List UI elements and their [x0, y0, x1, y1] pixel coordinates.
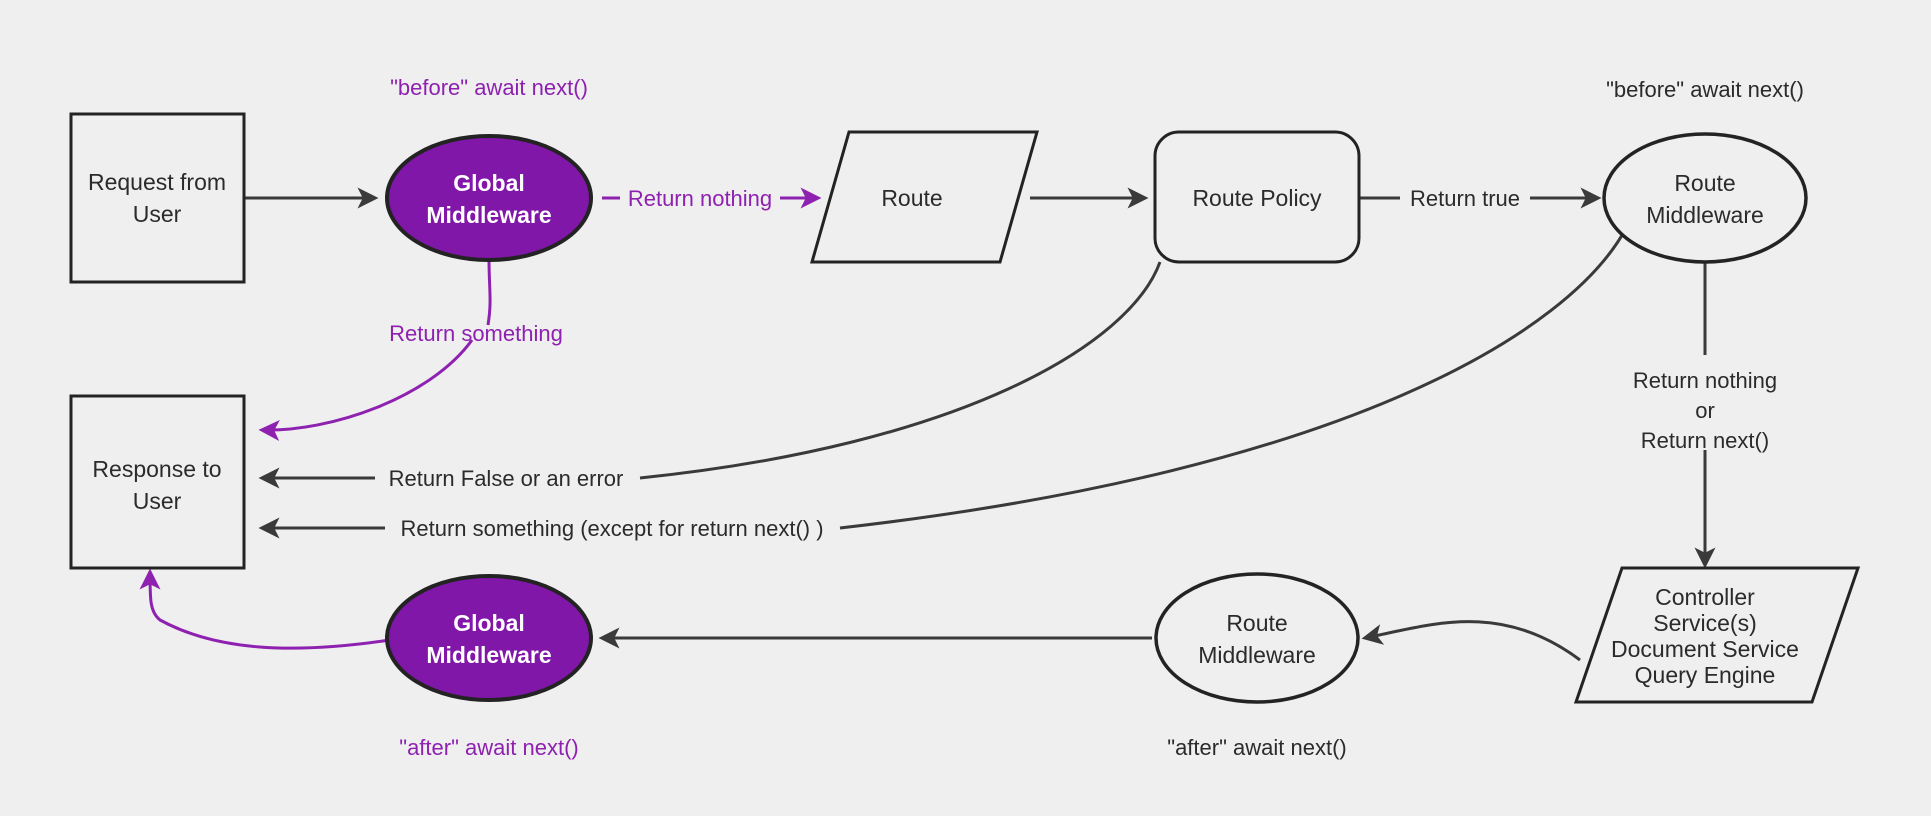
annotation-after-await-next-bottom-left: "after" await next()	[399, 735, 578, 760]
route-policy-label: Route Policy	[1192, 185, 1322, 211]
controller-services-label-line3: Document Service	[1611, 636, 1799, 662]
route-middleware-top-label-line1: Route	[1674, 170, 1735, 196]
request-from-user-label-line1: Request from	[88, 169, 226, 195]
global-middleware-top-label-line1: Global	[453, 170, 525, 196]
annotation-after-await-next-bottom-center: "after" await next()	[1167, 735, 1346, 760]
edge-route-policy-to-response	[262, 261, 1162, 478]
route-shape	[810, 130, 1039, 264]
node-route[interactable]: Route	[810, 130, 1039, 264]
node-response-to-user[interactable]: Response to User	[69, 394, 246, 570]
global-middleware-top-label-line2: Middleware	[426, 202, 551, 228]
node-global-middleware-top[interactable]: Global Middleware	[385, 134, 593, 262]
controller-services-label-line4: Query Engine	[1635, 662, 1776, 688]
edge-label-return-something: Return something	[389, 321, 563, 346]
route-middleware-top-shape	[1602, 132, 1808, 264]
controller-services-shape	[1573, 566, 1861, 704]
annotation-before-await-next-top: "before" await next()	[390, 75, 588, 100]
edge-controller-to-route-middleware-bottom	[1361, 620, 1581, 662]
node-route-middleware-top[interactable]: Route Middleware	[1602, 132, 1808, 264]
global-middleware-bottom-label-line1: Global	[453, 610, 525, 636]
edge-label-return-false-or-error: Return False or an error	[389, 466, 624, 491]
node-route-policy[interactable]: Route Policy	[1153, 130, 1361, 264]
edge-label-return-nothing: Return nothing	[628, 186, 772, 211]
request-from-user-label-line2: User	[133, 201, 182, 227]
response-to-user-label-line1: Response to	[92, 456, 221, 482]
node-route-middleware-bottom[interactable]: Route Middleware	[1154, 572, 1360, 704]
response-to-user-shape	[69, 394, 246, 570]
annotation-before-await-next-right: "before" await next()	[1606, 77, 1804, 102]
route-label: Route	[881, 185, 942, 211]
edge-label-return-nothing-or-next-line3: Return next()	[1641, 428, 1769, 453]
node-controller-services[interactable]: Controller Service(s) Document Service Q…	[1573, 566, 1861, 704]
route-middleware-bottom-label-line1: Route	[1226, 610, 1287, 636]
edge-global-middleware-to-response	[262, 257, 492, 430]
controller-services-label-line1: Controller	[1655, 584, 1755, 610]
edge-label-return-nothing-or-next-line1: Return nothing	[1633, 368, 1777, 393]
edge-global-middleware-bottom-to-response	[139, 568, 391, 650]
edge-label-return-something-except: Return something (except for return next…	[400, 516, 823, 541]
request-from-user-shape	[69, 112, 246, 284]
response-to-user-label-line2: User	[133, 488, 182, 514]
edge-route-middleware-to-response	[262, 229, 1627, 528]
global-middleware-bottom-shape	[385, 574, 593, 702]
global-middleware-bottom-label-line2: Middleware	[426, 642, 551, 668]
route-policy-shape	[1153, 130, 1361, 264]
edge-label-return-nothing-or-next-line2: or	[1695, 398, 1715, 423]
global-middleware-top-shape	[385, 134, 593, 262]
edge-label-return-true: Return true	[1410, 186, 1520, 211]
route-middleware-bottom-label-line2: Middleware	[1198, 642, 1316, 668]
controller-services-label-line2: Service(s)	[1653, 610, 1757, 636]
node-global-middleware-bottom[interactable]: Global Middleware	[385, 574, 593, 702]
route-middleware-bottom-shape	[1154, 572, 1360, 704]
node-request-from-user[interactable]: Request from User	[69, 112, 246, 284]
route-middleware-top-label-line2: Middleware	[1646, 202, 1764, 228]
